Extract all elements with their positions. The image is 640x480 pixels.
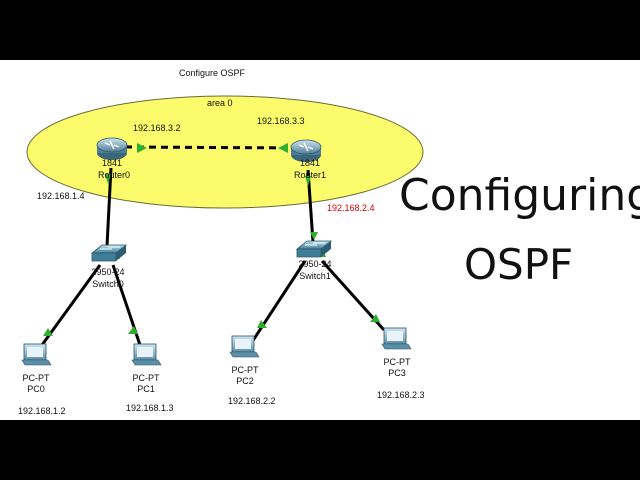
router1-lan-ip-label: 192.168.2.4 bbox=[327, 203, 375, 213]
workspace-title: Configure OSPF bbox=[179, 68, 246, 78]
pc3-icon[interactable] bbox=[381, 327, 412, 350]
pc2-icon[interactable] bbox=[229, 335, 260, 358]
router0-name-label: Router0 bbox=[97, 170, 131, 180]
router1-model-label: 1841 bbox=[299, 158, 321, 168]
router0-lan-ip-label: 192.168.1.4 bbox=[37, 191, 85, 201]
switch1-name-label: Switch1 bbox=[299, 271, 331, 281]
packet-tracer-workspace: Configure OSPF area 0 192.168.3.2 192.16… bbox=[0, 60, 640, 420]
pc2-type-label: PC-PT bbox=[231, 365, 259, 375]
pc1-name-label: PC1 bbox=[137, 384, 155, 394]
link-up-marker bbox=[137, 143, 147, 153]
link-router0-router1[interactable] bbox=[124, 145, 306, 150]
link-up-marker bbox=[105, 174, 111, 184]
link-router0-switch0[interactable] bbox=[105, 167, 113, 247]
pc0-ip-label: 192.168.1.2 bbox=[18, 406, 66, 416]
router1-ip-label: 192.168.3.3 bbox=[257, 116, 305, 126]
pc0-icon[interactable] bbox=[21, 343, 52, 366]
link-up-marker bbox=[128, 326, 138, 334]
pc3-name-label: PC3 bbox=[388, 368, 406, 378]
pc2-ip-label: 192.168.2.2 bbox=[228, 396, 276, 406]
pc3-ip-label: 192.168.2.3 bbox=[377, 390, 425, 400]
pc0-name-label: PC0 bbox=[27, 384, 45, 394]
link-switch1-pc2[interactable] bbox=[250, 260, 307, 343]
router0-icon[interactable] bbox=[96, 137, 128, 160]
link-up-marker bbox=[370, 314, 380, 322]
router1-name-label: Router1 bbox=[293, 170, 327, 180]
link-up-marker bbox=[257, 320, 267, 328]
switch1-model-label: 2950-24 bbox=[298, 259, 332, 269]
network-topology bbox=[21, 95, 424, 366]
pc3-type-label: PC-PT bbox=[383, 357, 411, 367]
switch0-icon[interactable] bbox=[90, 244, 128, 262]
ospf-area-0 bbox=[26, 95, 424, 209]
link-up-marker bbox=[278, 143, 288, 153]
switch0-model-label: 2950-24 bbox=[91, 267, 125, 277]
switch0-name-label: Switch0 bbox=[92, 279, 124, 289]
switch1-icon[interactable] bbox=[295, 240, 333, 258]
pc1-type-label: PC-PT bbox=[132, 373, 160, 383]
router0-model-label: 1841 bbox=[101, 158, 123, 168]
area-label: area 0 bbox=[207, 98, 233, 108]
pc1-icon[interactable] bbox=[131, 343, 162, 366]
pc1-ip-label: 192.168.1.3 bbox=[126, 403, 174, 413]
headline-line1: Configuring bbox=[399, 170, 640, 221]
link-switch0-pc0[interactable] bbox=[40, 264, 102, 346]
router1-icon[interactable] bbox=[290, 139, 322, 162]
link-up-marker bbox=[310, 232, 318, 240]
pc0-type-label: PC-PT bbox=[22, 373, 50, 383]
headline-line2: OSPF bbox=[464, 240, 574, 289]
link-up-marker bbox=[305, 176, 311, 186]
pc2-name-label: PC2 bbox=[236, 376, 254, 386]
router0-ip-label: 192.168.3.2 bbox=[133, 123, 181, 133]
link-up-marker bbox=[43, 328, 53, 336]
